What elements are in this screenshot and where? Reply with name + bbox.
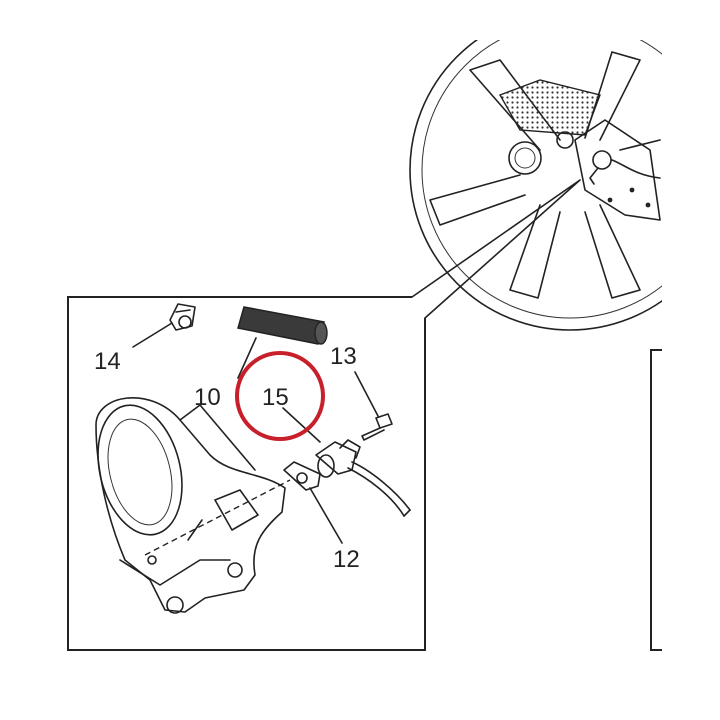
part-screw-13 bbox=[361, 413, 393, 441]
swingarm-bracket bbox=[95, 397, 286, 614]
callout-13: 13 bbox=[330, 343, 357, 370]
part-clip-14 bbox=[169, 303, 196, 331]
detail-frame bbox=[67, 296, 426, 651]
highlight-circle bbox=[235, 351, 325, 441]
part-hose-10 bbox=[237, 306, 328, 345]
part-shim-12 bbox=[283, 461, 321, 491]
part-sensor-15 bbox=[315, 439, 411, 517]
leader-lines bbox=[132, 322, 379, 544]
assembly-line bbox=[144, 479, 291, 556]
callout-12: 12 bbox=[333, 546, 360, 573]
callout-15: 15 bbox=[262, 384, 289, 411]
wheel-overview bbox=[409, 40, 662, 331]
callout-10: 10 bbox=[194, 384, 221, 411]
detail-leader bbox=[411, 179, 581, 319]
adjacent-panel-frame bbox=[650, 349, 662, 651]
callout-14: 14 bbox=[94, 348, 121, 375]
